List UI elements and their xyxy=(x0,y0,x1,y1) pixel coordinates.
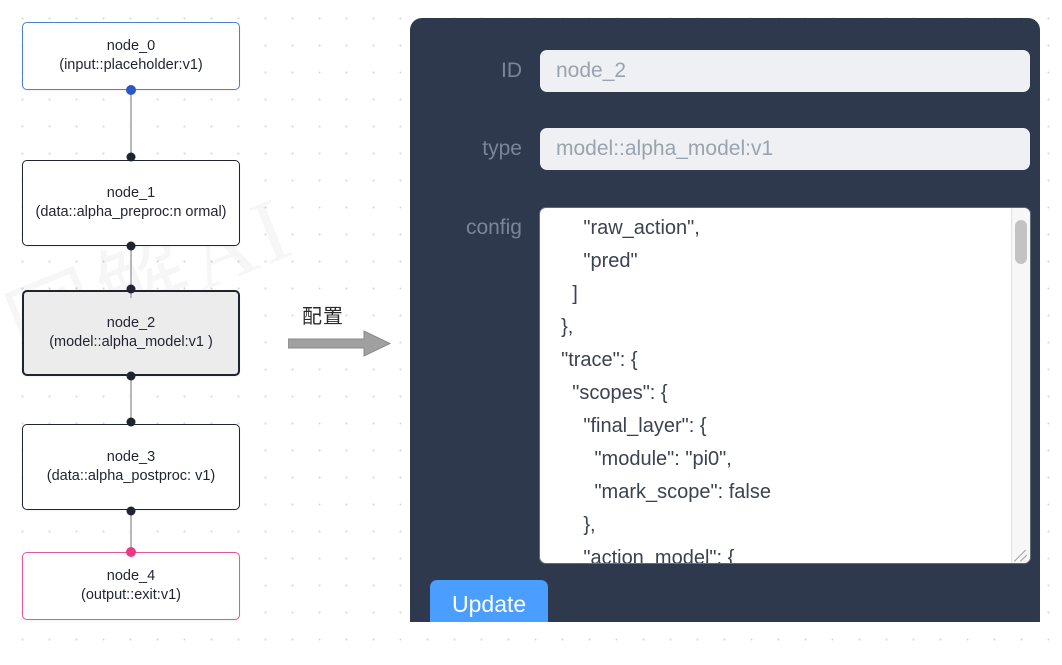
node-handle-source-node_1[interactable] xyxy=(126,241,136,251)
graph-node-node_3[interactable]: node_3(data::alpha_postproc: v1) xyxy=(22,424,240,510)
update-button[interactable]: Update xyxy=(430,580,549,622)
node-handle-source-node_0[interactable] xyxy=(126,85,136,95)
config-textarea[interactable]: "raw_action", "pred" ] }, "trace": { "sc… xyxy=(561,217,771,563)
graph-node-node_0[interactable]: node_0(input::placeholder:v1) xyxy=(22,22,240,90)
node-label: node_2(model::alpha_model:v1 ) xyxy=(49,315,213,350)
node-handle-target-node_1[interactable] xyxy=(126,152,136,162)
node-handle-target-node_3[interactable] xyxy=(126,417,136,427)
node-config-panel: ID type config "raw_action", "pred" ] },… xyxy=(410,18,1040,622)
edge-node0-node1 xyxy=(130,90,132,160)
field-row-id: ID xyxy=(430,50,1030,92)
config-textarea-wrapper[interactable]: "raw_action", "pred" ] }, "trace": { "sc… xyxy=(540,208,1030,563)
node-handle-target-node_2[interactable] xyxy=(126,284,136,294)
type-input[interactable] xyxy=(540,128,1030,170)
config-label: config xyxy=(465,216,522,239)
field-row-config: config "raw_action", "pred" ] }, "trace"… xyxy=(430,208,1030,563)
id-input[interactable] xyxy=(540,50,1030,92)
id-label: ID xyxy=(501,59,522,82)
field-row-type: type xyxy=(430,128,1030,170)
node-handle-target-node_4[interactable] xyxy=(126,547,136,557)
right-arrow-icon xyxy=(288,330,392,357)
graph-node-node_1[interactable]: node_1(data::alpha_preproc:n ormal) xyxy=(22,160,240,246)
node-handle-source-node_3[interactable] xyxy=(126,506,136,516)
graph-node-node_4[interactable]: node_4(output::exit:v1) xyxy=(22,552,240,620)
edge-node3-node4 xyxy=(130,510,132,552)
node-label: node_1(data::alpha_preproc:n ormal) xyxy=(35,185,227,220)
annotation-label: 配置 xyxy=(302,304,344,328)
edge-node1-node2 xyxy=(130,246,132,298)
type-label: type xyxy=(482,137,522,160)
annotation-configure: 配置 xyxy=(288,300,398,362)
node-label: node_3(data::alpha_postproc: v1) xyxy=(46,449,216,484)
graph-node-node_2[interactable]: node_2(model::alpha_model:v1 ) xyxy=(22,290,240,376)
node-label: node_0(input::placeholder:v1) xyxy=(59,38,203,73)
config-scrollbar-thumb[interactable] xyxy=(1015,220,1027,264)
node-handle-source-node_2[interactable] xyxy=(126,371,136,381)
edge-node2-node3 xyxy=(130,375,132,423)
config-scrollbar-track[interactable] xyxy=(1011,208,1030,563)
resize-handle-icon[interactable] xyxy=(1013,546,1029,562)
node-label: node_4(output::exit:v1) xyxy=(81,568,181,603)
